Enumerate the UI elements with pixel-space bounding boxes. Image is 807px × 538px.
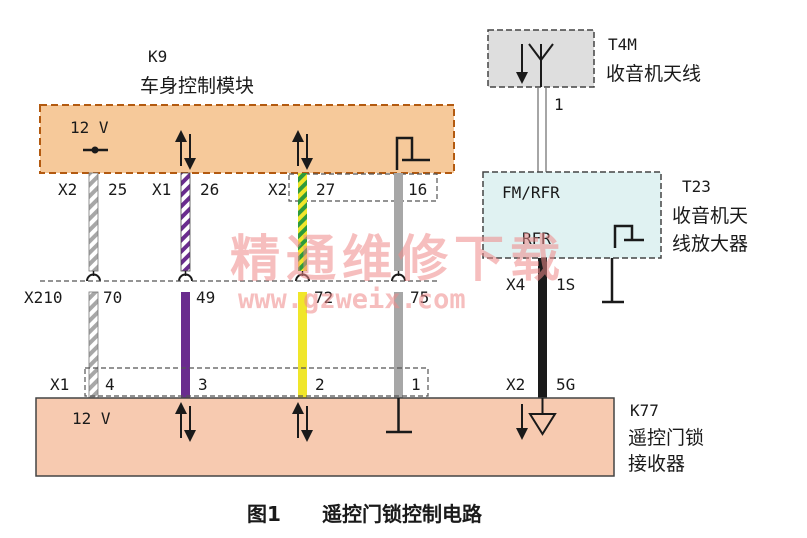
bcm-bidirectional-arrow-icon-1: [175, 130, 196, 170]
receiver-pin-4: 1: [411, 375, 421, 394]
receiver-pin-2: 3: [198, 375, 208, 394]
bcm-pin-4-number: 16: [408, 180, 427, 199]
x210-ref: X210: [24, 288, 63, 307]
antenna-pin: 1: [554, 95, 564, 114]
bcm-pin-3-connector: X2: [268, 180, 287, 199]
antenna-ref: T4M: [608, 35, 637, 54]
receiver-box: [35, 397, 615, 477]
bcm-pin-1-connector: X2: [58, 180, 77, 199]
remote-lock-receiver-k77: 12 V K77 遥控门锁 接收器: [35, 397, 704, 477]
bcm-box: [39, 104, 455, 174]
receiver-antenna-pin: 5G: [556, 375, 575, 394]
x210-pin-3: 72: [314, 288, 333, 307]
amplifier-external-ground-icon: [602, 258, 624, 304]
watermark-text: 精通维修下载: [230, 230, 566, 288]
bcm-x2-connector-outline: [288, 173, 438, 202]
wire-data-green-yellow: [295, 173, 310, 398]
bcm-pin-2-number: 26: [200, 180, 219, 199]
bcm-pin-1-number: 25: [108, 180, 127, 199]
receiver-x1-connector: X1: [50, 375, 69, 394]
receiver-antenna-icon: [528, 398, 557, 436]
x210-pin-1: 70: [103, 288, 122, 307]
watermark: 精通维修下载 www.gzweix.com: [230, 230, 566, 315]
antenna-amplifier-t23: FM/RFR RFR T23 收音机天 线放大器: [482, 171, 748, 259]
wire-data-purple: [178, 172, 193, 398]
receiver-pin-3: 2: [315, 375, 325, 394]
amplifier-ground-icon: [613, 224, 644, 248]
amplifier-connector: X4: [506, 275, 525, 294]
caption-title: 遥控门锁控制电路: [322, 502, 483, 526]
bcm-ref: K9: [148, 47, 167, 66]
receiver-bidirectional-arrow-icon-2: [292, 402, 313, 442]
receiver-x1-connector-outline: [84, 367, 429, 397]
amplifier-box: [482, 171, 662, 259]
bcm-supply-label: 12 V: [70, 118, 109, 137]
receiver-pin-labels: X1 4 3 2 1 X2 5G: [50, 367, 575, 397]
amplifier-name-line1: 收音机天: [672, 205, 748, 227]
receiver-x2-connector: X2: [506, 375, 525, 394]
bcm-pin-2-connector: X1: [152, 180, 171, 199]
receiver-supply-label: 12 V: [72, 409, 111, 428]
amplifier-name-line2: 线放大器: [672, 233, 748, 255]
amplifier-ref: T23: [682, 177, 711, 196]
bcm-supply-terminal-dot: [91, 146, 99, 154]
wire-ground-gray: [391, 173, 406, 398]
inline-connector-x210: X210 70 49 72 75: [24, 280, 440, 307]
receiver-name-line2: 接收器: [628, 453, 685, 475]
bcm-pin-labels: X2 25 X1 26 X2 27 16: [58, 180, 427, 199]
bcm-pin-3-number: 27: [316, 180, 335, 199]
receiver-pin-1: 4: [105, 375, 115, 394]
x210-pin-2: 49: [196, 288, 215, 307]
watermark-url: www.gzweix.com: [238, 284, 466, 315]
bcm-bidirectional-arrow-icon-2: [292, 130, 313, 170]
x210-pin-4: 75: [410, 288, 429, 307]
body-control-module: K9 车身控制模块 12 V: [39, 47, 455, 174]
figure-caption: 图1 遥控门锁控制电路: [247, 502, 483, 526]
receiver-name-line1: 遥控门锁: [628, 427, 704, 449]
receiver-bidirectional-arrow-icon-1: [175, 402, 196, 442]
amplifier-label-mid: RFR: [522, 229, 551, 248]
wire-rf-black: X4 1S: [506, 258, 575, 398]
bcm-ground-icon: [395, 136, 430, 170]
caption-number: 图1: [247, 502, 281, 526]
receiver-ground-icon: [386, 398, 412, 434]
amplifier-label-top: FM/RFR: [502, 183, 560, 202]
receiver-ref: K77: [630, 401, 659, 420]
bcm-name: 车身控制模块: [140, 75, 254, 97]
radio-antenna-t4m: T4M 收音机天线: [487, 29, 701, 88]
wire-supply-gray-white: [86, 172, 101, 399]
wire-antenna-coax: 1: [537, 88, 564, 172]
antenna-name: 收音机天线: [606, 63, 701, 85]
amplifier-pin: 1S: [556, 275, 575, 294]
antenna-icon: [528, 43, 554, 87]
